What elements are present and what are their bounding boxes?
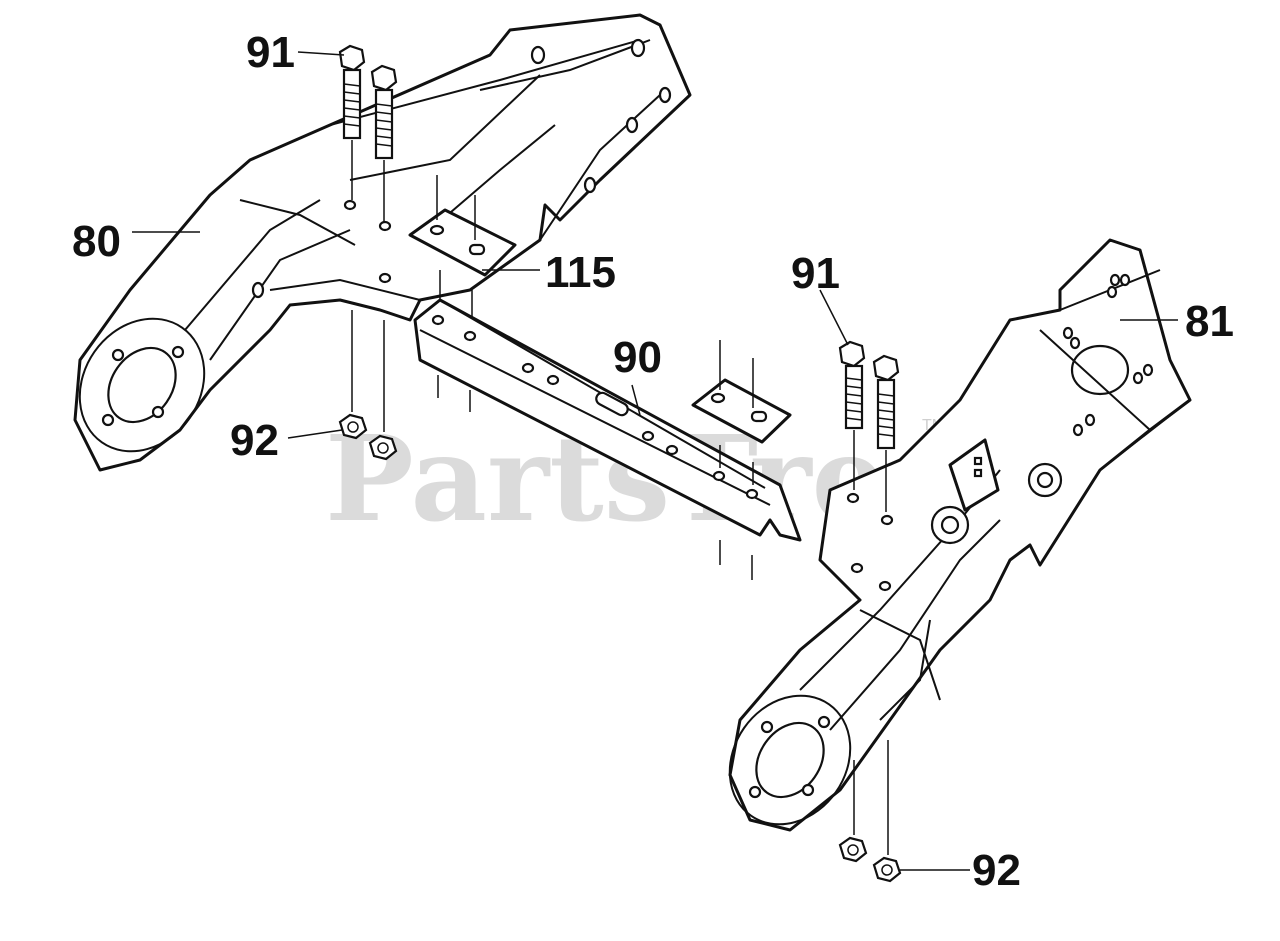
shim-plate-115[interactable] (408, 208, 517, 277)
bolt-91-right-b[interactable] (872, 354, 900, 450)
left-bracket-80[interactable] (54, 13, 692, 476)
right-bracket-81[interactable] (705, 238, 1192, 848)
shim-plate-right[interactable] (691, 378, 792, 444)
callout-90: 90 (613, 333, 662, 382)
nut-92-left-b[interactable] (368, 434, 398, 461)
nut-92-left-a[interactable] (338, 413, 368, 440)
leader-lines (132, 51, 1178, 871)
callout-115: 115 (545, 248, 616, 297)
nut-92-right-b[interactable] (872, 856, 902, 883)
nut-92-right-a[interactable] (838, 836, 868, 863)
callout-92-right: 92 (972, 846, 1021, 895)
callout-91-right: 91 (791, 249, 840, 298)
callout-81: 81 (1185, 297, 1234, 346)
cross-channel-90[interactable] (413, 298, 802, 542)
bolt-91-left-a[interactable] (338, 44, 366, 140)
callout-80: 80 (72, 217, 121, 266)
callout-91-left: 91 (246, 28, 295, 77)
bolt-91-left-b[interactable] (370, 64, 398, 160)
callout-92-left: 92 (230, 416, 279, 465)
bolt-91-right-a[interactable] (838, 340, 866, 430)
